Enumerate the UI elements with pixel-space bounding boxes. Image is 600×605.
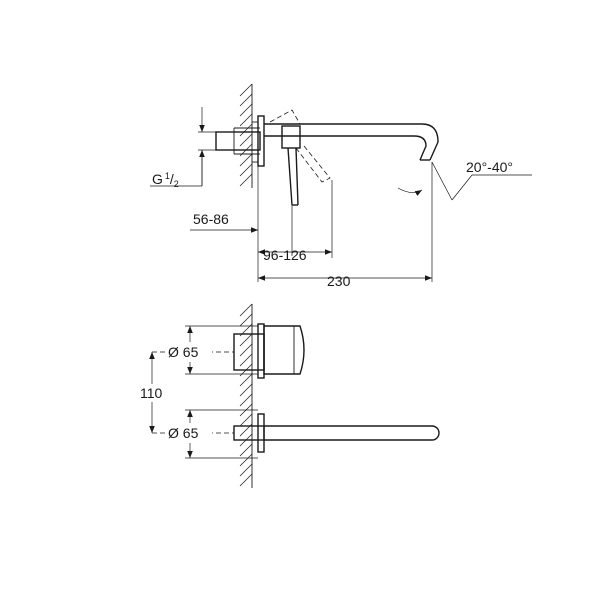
dim-spacing-label: 110 [140,385,163,401]
lower-rosette [257,413,265,453]
dim-wall-depth-label: 56-86 [193,211,229,227]
handle-knob [263,325,305,375]
lever-alt-position [269,109,331,183]
spout [264,123,439,161]
rosette-plate [257,115,265,167]
swivel-angle-label: 20°-40° [466,159,513,175]
upper-valve-stem [233,333,265,371]
valve-body [215,131,261,151]
dim-lever-offset-label: 96-126 [263,247,307,263]
front-spout [264,425,440,441]
lower-valve-stem [233,425,265,441]
dim-spout-length-label: 230 [327,273,351,289]
dim-dia-top-label: Ø 65 [168,344,199,360]
wall-hatch-top [239,83,253,187]
front-view: Ø 65 Ø 65 110 [138,303,440,488]
wall-hatch-bottom [239,303,253,487]
angle-arc [397,187,423,196]
lever-handle [281,125,301,149]
dim-dia-bottom-label: Ø 65 [168,425,199,441]
